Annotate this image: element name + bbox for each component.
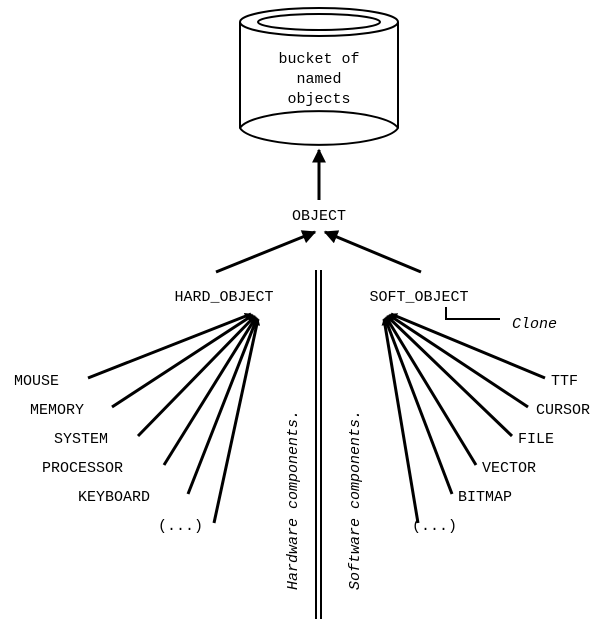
software-components-caption: Software components. <box>347 410 364 590</box>
system-arrow <box>136 314 257 438</box>
bucket-label-line3: objects <box>287 91 350 108</box>
bucket-label-line2: named <box>296 71 341 88</box>
hard-object-label: HARD_OBJECT <box>174 289 273 306</box>
processor-arrow <box>162 316 258 466</box>
keyboard-arrow <box>186 317 259 495</box>
hardware-components-caption: Hardware components. <box>285 410 302 590</box>
hardware-item-memory: MEMORY <box>30 402 84 419</box>
software-item-bitmap: BITMAP <box>458 489 512 506</box>
bucket-label-line1: bucket of <box>278 51 359 68</box>
software-item-file: FILE <box>518 431 554 448</box>
soft-to-object-arrow <box>323 230 422 274</box>
hardware-item-more: (...) <box>158 518 203 535</box>
more-hardware-arrow <box>212 318 261 524</box>
clone-label: Clone <box>512 316 557 333</box>
object-label: OBJECT <box>292 208 346 225</box>
hardware-item-mouse: MOUSE <box>14 373 59 390</box>
bucket-cylinder <box>239 7 399 146</box>
vector-arrow <box>384 316 478 466</box>
ttf-arrow <box>390 312 546 380</box>
file-arrow <box>385 314 514 438</box>
clone-connector <box>445 307 500 320</box>
hardware-item-processor: PROCESSOR <box>42 460 123 477</box>
software-item-ttf: TTF <box>551 373 578 390</box>
memory-arrow <box>111 313 254 409</box>
more-software-arrow <box>381 318 420 524</box>
soft-object-label: SOFT_OBJECT <box>369 289 468 306</box>
cursor-arrow <box>388 313 529 409</box>
software-item-vector: VECTOR <box>482 460 536 477</box>
bitmap-arrow <box>383 317 454 495</box>
hardware-item-system: SYSTEM <box>54 431 108 448</box>
software-item-cursor: CURSOR <box>536 402 590 419</box>
hardware-item-keyboard: KEYBOARD <box>78 489 150 506</box>
hard-to-object-arrow <box>215 230 317 274</box>
mouse-arrow <box>87 312 252 380</box>
software-item-more: (...) <box>412 518 457 535</box>
